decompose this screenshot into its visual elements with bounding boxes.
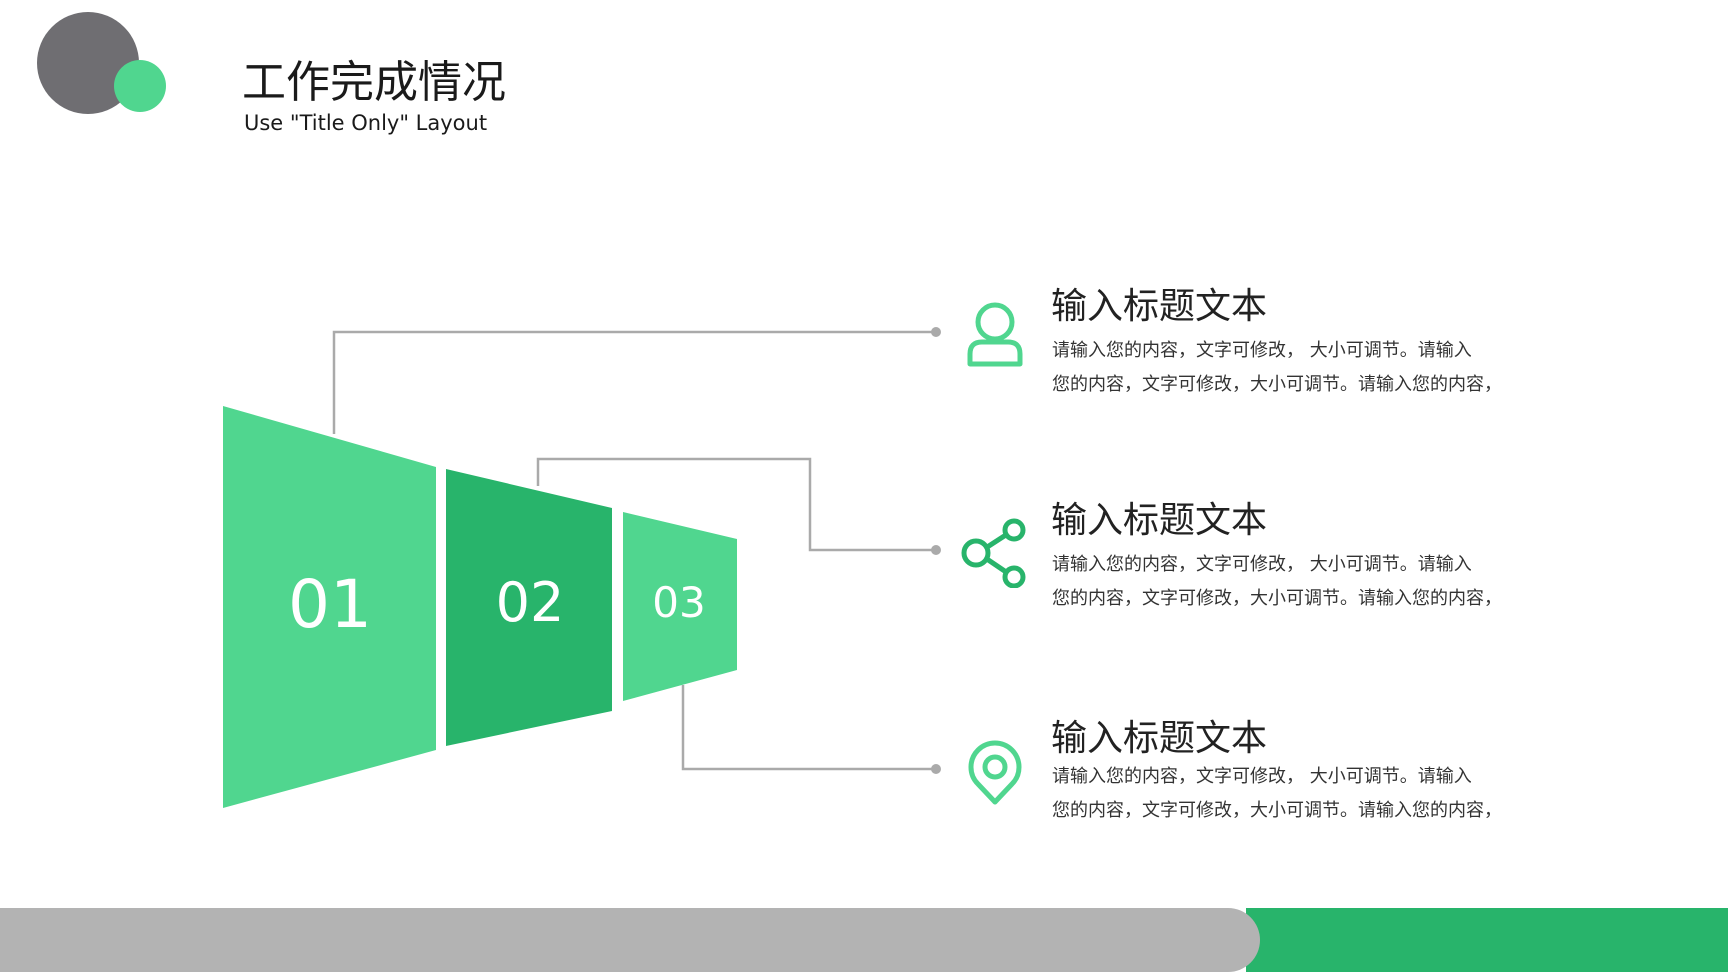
item-2-title: 输入标题文本 xyxy=(1051,500,1268,541)
item-3-text-line-2: 您的内容，文字可修改，大小可调节。请输入您的内容， xyxy=(1052,800,1502,821)
connector-line-1 xyxy=(332,330,936,434)
page-title: 工作完成情况 xyxy=(242,57,506,108)
funnel-segment-1 xyxy=(223,406,436,808)
page-subtitle: Use "Title Only" Layout xyxy=(244,111,488,135)
item-2-text-line-2: 您的内容，文字可修改，大小可调节。请输入您的内容， xyxy=(1052,588,1502,609)
funnel-segment-2 xyxy=(446,469,612,746)
item-1-title: 输入标题文本 xyxy=(1051,286,1268,327)
connector-dot-2 xyxy=(931,545,941,555)
share-icon xyxy=(961,518,1026,588)
segment-number-2: 02 xyxy=(496,571,565,634)
connector-dot-3 xyxy=(931,764,941,774)
logo-green-circle xyxy=(114,60,166,112)
footer-gray-bar xyxy=(0,908,1260,972)
item-1-text-line-2: 您的内容，文字可修改，大小可调节。请输入您的内容， xyxy=(1052,374,1502,395)
item-3-title: 输入标题文本 xyxy=(1051,718,1268,759)
connector-line-2 xyxy=(536,457,936,552)
user-icon xyxy=(967,302,1023,367)
item-1-text-line-1: 请输入您的内容，文字可修改， 大小可调节。请输入 xyxy=(1052,340,1472,361)
item-2-text-line-1: 请输入您的内容，文字可修改， 大小可调节。请输入 xyxy=(1052,554,1472,575)
funnel-segment-3 xyxy=(623,512,737,701)
segment-number-1: 01 xyxy=(288,566,372,643)
connector-dot-1 xyxy=(931,327,941,337)
connector-line-3 xyxy=(681,685,936,771)
location-pin-icon xyxy=(968,740,1022,805)
item-3-text-line-1: 请输入您的内容，文字可修改， 大小可调节。请输入 xyxy=(1052,766,1472,787)
footer-green-bar xyxy=(1246,908,1728,972)
segment-number-3: 03 xyxy=(652,578,705,627)
